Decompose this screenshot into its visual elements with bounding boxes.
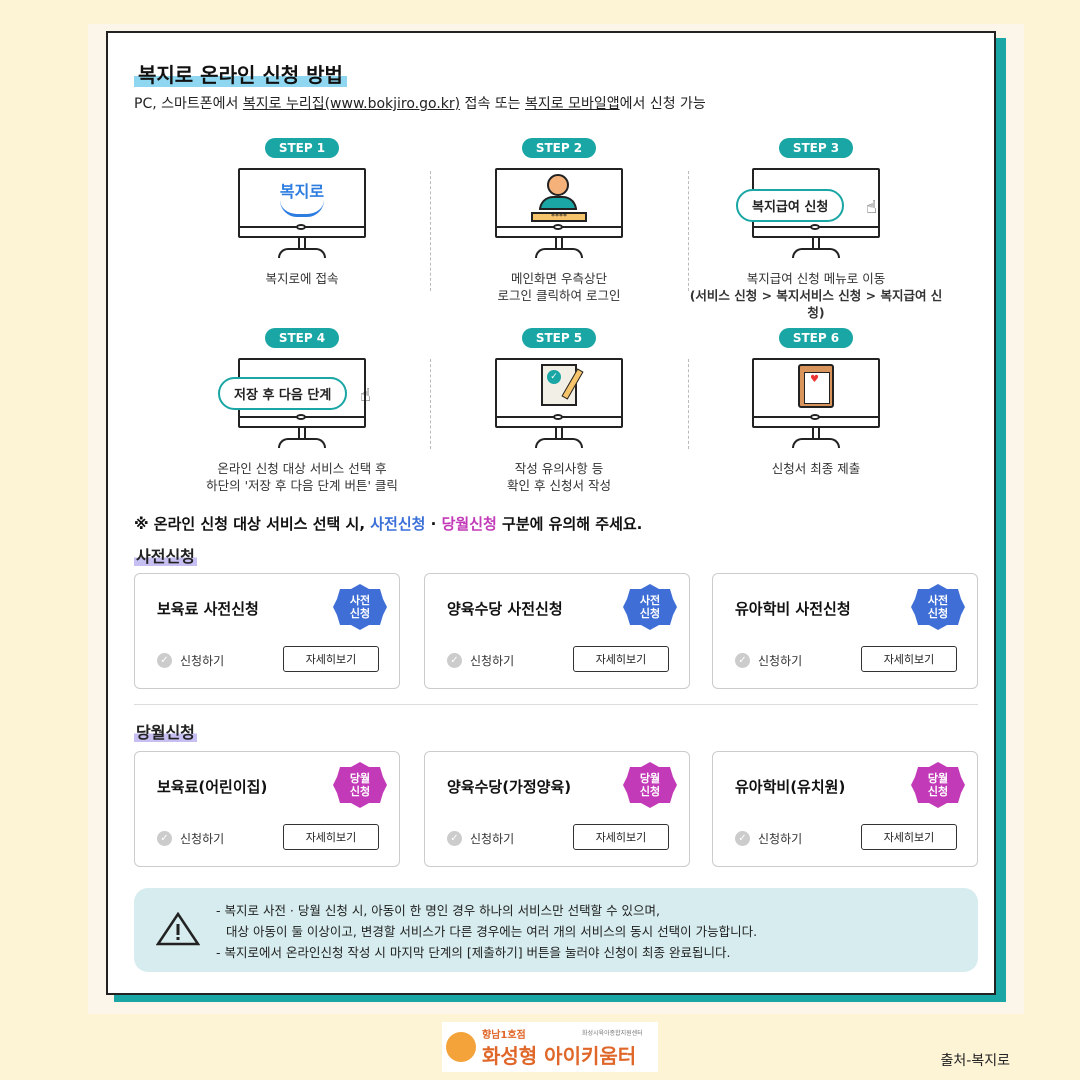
apply-link[interactable]: ✓신청하기 (447, 830, 514, 847)
bokjiro-logo: 복지로 (279, 182, 325, 201)
section-divider (134, 704, 978, 705)
step-label: STEP 1 (264, 138, 340, 158)
service-name: 보육료(어린이집) (157, 778, 268, 796)
check-icon: ✓ (157, 653, 172, 668)
detail-button[interactable]: 자세히보기 (861, 646, 957, 672)
step-6: STEP 6 ♥ 신청서 최종 제출 (688, 327, 944, 477)
source-credit: 출처-복지로 (940, 1053, 1010, 1069)
service-name: 양육수당(가정양육) (447, 778, 572, 796)
check-icon: ✓ (547, 370, 561, 384)
service-name: 유아학비 사전신청 (735, 600, 851, 618)
bokjiro-website-link[interactable]: 복지로 누리집(www.bokjiro.go.kr) (242, 96, 461, 112)
check-icon: ✓ (735, 653, 750, 668)
service-name: 유아학비(유치원) (735, 778, 846, 796)
step-3: STEP 3 복지급여 신청 메뉴로 이동 (서비스 신청 > 복지서비스 신청… (688, 137, 944, 321)
service-card: 유아학비(유치원) 당월 신청 ✓신청하기 자세히보기 (712, 751, 978, 867)
service-name: 보육료 사전신청 (157, 600, 259, 618)
step-label: STEP 5 (521, 328, 597, 348)
guide-card: 복지로 온라인 신청 방법 PC, 스마트폰에서 복지로 누리집(www.bok… (106, 31, 996, 995)
service-name: 양육수당 사전신청 (447, 600, 563, 618)
step-divider (688, 171, 689, 291)
notice-text: ※ 온라인 신청 대상 서비스 선택 시, 사전신청 · 당월신청 구분에 유의… (134, 515, 643, 533)
apply-link[interactable]: ✓신청하기 (157, 652, 224, 669)
pre-application-badge: 사전 신청 (623, 584, 677, 630)
check-icon: ✓ (157, 831, 172, 846)
step-5: STEP 5 ✓ 작성 유의사항 등 확인 후 신청서 작성 (431, 327, 687, 494)
step-caption: 복지급여 신청 메뉴로 이동 (서비스 신청 > 복지서비스 신청 > 복지급여… (689, 271, 943, 320)
page-title: 복지로 온라인 신청 방법 (134, 59, 347, 88)
current-month-badge: 당월 신청 (623, 762, 677, 808)
apply-link[interactable]: ✓신청하기 (735, 830, 802, 847)
step-2: STEP 2 **** 메인화면 우측상단 로그인 클릭하여 로그인 (431, 137, 687, 304)
step-caption: 복지로에 접속 (265, 271, 339, 286)
hand-pointer-icon: ☝ (360, 385, 371, 406)
apply-link[interactable]: ✓신청하기 (447, 652, 514, 669)
service-card: 보육료 사전신청 사전 신청 ✓신청하기 자세히보기 (134, 573, 400, 689)
user-avatar-icon (547, 174, 569, 196)
step-label: STEP 3 (778, 138, 854, 158)
monitor-icon: ♥ (752, 358, 880, 450)
clipboard-icon: ♥ (798, 364, 834, 408)
detail-button[interactable]: 자세히보기 (573, 646, 669, 672)
detail-button[interactable]: 자세히보기 (573, 824, 669, 850)
pre-application-badge: 사전 신청 (333, 584, 387, 630)
smile-face-icon (446, 1032, 476, 1062)
step-label: STEP 2 (521, 138, 597, 158)
step-4: STEP 4 온라인 신청 대상 서비스 선택 후 하단의 '저장 후 다음 단… (174, 327, 430, 494)
warning-icon (155, 911, 201, 950)
bokjiro-app-link[interactable]: 복지로 모바일앱 (524, 96, 620, 112)
step-divider (688, 359, 689, 449)
step-label: STEP 6 (778, 328, 854, 348)
service-card: 유아학비 사전신청 사전 신청 ✓신청하기 자세히보기 (712, 573, 978, 689)
center-logo: 향남1호점 화성형 아이키움터 화성시육아종합지원센터 (442, 1022, 658, 1072)
welfare-benefit-apply-button[interactable]: 복지급여 신청 (736, 189, 845, 222)
check-icon: ✓ (735, 831, 750, 846)
step-caption: 온라인 신청 대상 서비스 선택 후 하단의 '저장 후 다음 단계 버튼' 클… (206, 461, 398, 493)
step-caption: 신청서 최종 제출 (771, 461, 861, 476)
monitor-icon: 복지로 (238, 168, 366, 260)
step-label: STEP 4 (264, 328, 340, 348)
smile-icon (280, 200, 324, 217)
service-card: 보육료(어린이집) 당월 신청 ✓신청하기 자세히보기 (134, 751, 400, 867)
monitor-icon: **** (495, 168, 623, 260)
detail-button[interactable]: 자세히보기 (283, 646, 379, 672)
pre-application-badge: 사전 신청 (911, 584, 965, 630)
current-month-badge: 당월 신청 (333, 762, 387, 808)
apply-link[interactable]: ✓신청하기 (157, 830, 224, 847)
step-caption: 작성 유의사항 등 확인 후 신청서 작성 (507, 461, 611, 493)
heart-icon: ♥ (810, 374, 819, 385)
apply-link[interactable]: ✓신청하기 (735, 652, 802, 669)
hand-pointer-icon: ☝ (866, 197, 877, 218)
page-subtitle: PC, 스마트폰에서 복지로 누리집(www.bokjiro.go.kr) 접속… (134, 96, 706, 112)
step-caption: 메인화면 우측상단 로그인 클릭하여 로그인 (497, 271, 621, 303)
warning-box: - 복지로 사전 · 당월 신청 시, 아동이 한 명인 경우 하나의 서비스만… (134, 888, 978, 972)
check-icon: ✓ (447, 831, 462, 846)
password-field-icon: **** (531, 212, 587, 222)
step-1: STEP 1 복지로 복지로에 접속 (174, 137, 430, 287)
pre-application-title: 사전신청 (134, 547, 197, 566)
service-card: 양육수당 사전신청 사전 신청 ✓신청하기 자세히보기 (424, 573, 690, 689)
detail-button[interactable]: 자세히보기 (283, 824, 379, 850)
current-month-badge: 당월 신청 (911, 762, 965, 808)
service-card: 양육수당(가정양육) 당월 신청 ✓신청하기 자세히보기 (424, 751, 690, 867)
current-month-title: 당월신청 (134, 723, 197, 742)
check-icon: ✓ (447, 653, 462, 668)
monitor-icon: ✓ (495, 358, 623, 450)
step-divider (430, 171, 431, 291)
save-next-step-button[interactable]: 저장 후 다음 단계 (218, 377, 348, 410)
detail-button[interactable]: 자세히보기 (861, 824, 957, 850)
step-divider (430, 359, 431, 449)
user-body-icon (539, 196, 577, 210)
warning-text: - 복지로 사전 · 당월 신청 시, 아동이 한 명인 경우 하나의 서비스만… (216, 903, 758, 960)
